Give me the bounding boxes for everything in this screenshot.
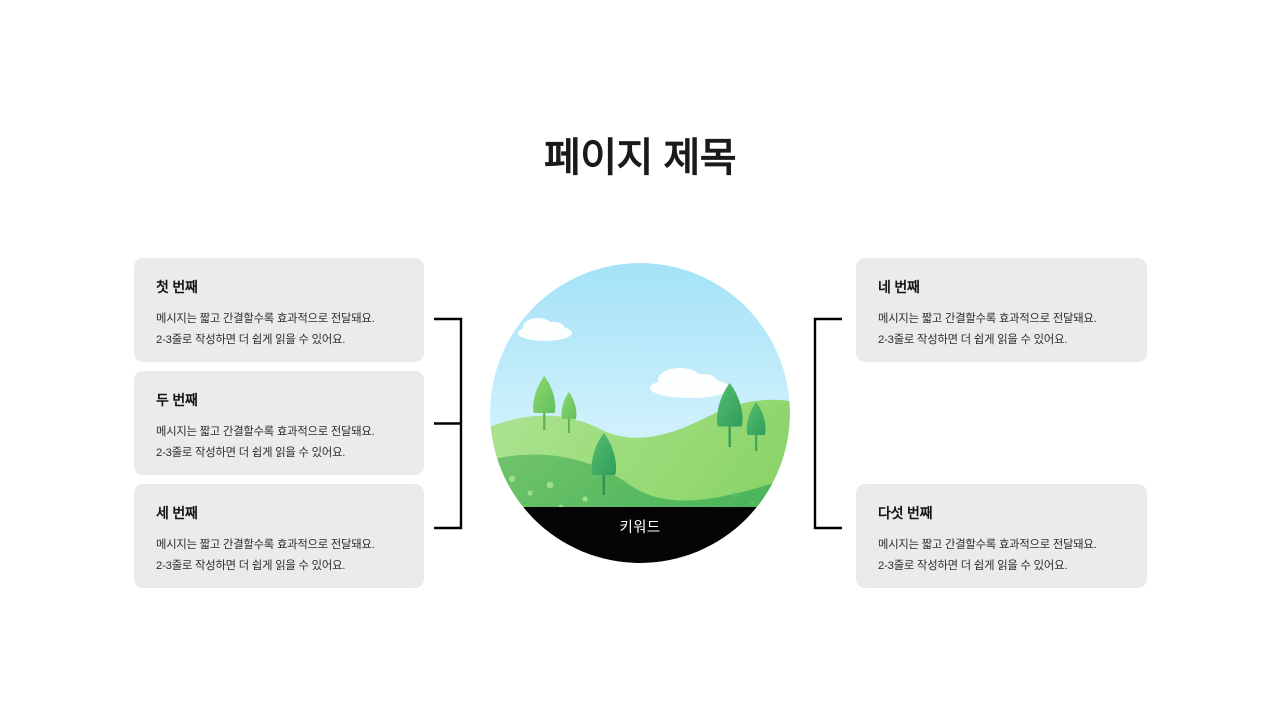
card-body-line-2: 2-3줄로 작성하면 더 쉽게 읽을 수 있어요.: [156, 334, 346, 347]
card-body-line-1: 메시지는 짧고 간결할수록 효과적으로 전달돼요.: [156, 313, 375, 326]
tree-icon: [716, 383, 743, 447]
card-body-line-2: 2-3줄로 작성하면 더 쉽게 읽을 수 있어요.: [878, 560, 1068, 573]
card-body-line-1: 메시지는 짧고 간결할수록 효과적으로 전달돼요.: [878, 539, 1097, 552]
card-fifth[interactable]: 다섯 번째 메시지는 짧고 간결할수록 효과적으로 전달돼요. 2-3줄로 작성…: [856, 484, 1147, 588]
bracket-left-icon: [434, 317, 463, 530]
card-third[interactable]: 세 번째 메시지는 짧고 간결할수록 효과적으로 전달돼요. 2-3줄로 작성하…: [134, 484, 424, 588]
card-second[interactable]: 두 번째 메시지는 짧고 간결할수록 효과적으로 전달돼요. 2-3줄로 작성하…: [134, 371, 424, 475]
bracket-right-connector: [812, 316, 842, 531]
card-body-line-2: 2-3줄로 작성하면 더 쉽게 읽을 수 있어요.: [878, 334, 1068, 347]
card-body-line-1: 메시지는 짧고 간결할수록 효과적으로 전달돼요.: [156, 426, 375, 439]
card-fourth[interactable]: 네 번째 메시지는 짧고 간결할수록 효과적으로 전달돼요. 2-3줄로 작성하…: [856, 258, 1147, 362]
cloud-icon: [518, 318, 572, 341]
bracket-left-connector: [434, 316, 464, 531]
tree-icon: [561, 392, 577, 433]
card-body-line-1: 메시지는 짧고 간결할수록 효과적으로 전달돼요.: [878, 313, 1097, 326]
card-title: 두 번째: [156, 392, 198, 408]
card-title: 다섯 번째: [878, 505, 933, 521]
tree-icon: [591, 433, 617, 495]
card-body-line-2: 2-3줄로 작성하면 더 쉽게 읽을 수 있어요.: [156, 447, 346, 460]
card-first[interactable]: 첫 번째 메시지는 짧고 간결할수록 효과적으로 전달돼요. 2-3줄로 작성하…: [134, 258, 424, 362]
tree-icon: [533, 376, 556, 430]
card-title: 네 번째: [878, 279, 920, 295]
card-title: 첫 번째: [156, 279, 198, 295]
cloud-icon: [650, 368, 730, 398]
page-title: 페이지 제목: [543, 136, 737, 180]
card-title: 세 번째: [156, 505, 198, 521]
card-body-line-1: 메시지는 짧고 간결할수록 효과적으로 전달돼요.: [156, 539, 375, 552]
landscape-illustration: [490, 263, 790, 563]
keyword-band: [490, 507, 790, 563]
card-body-line-2: 2-3줄로 작성하면 더 쉽게 읽을 수 있어요.: [156, 560, 346, 573]
center-circle-image[interactable]: [490, 263, 790, 563]
tree-icon: [746, 402, 766, 451]
bracket-right-icon: [813, 317, 842, 530]
